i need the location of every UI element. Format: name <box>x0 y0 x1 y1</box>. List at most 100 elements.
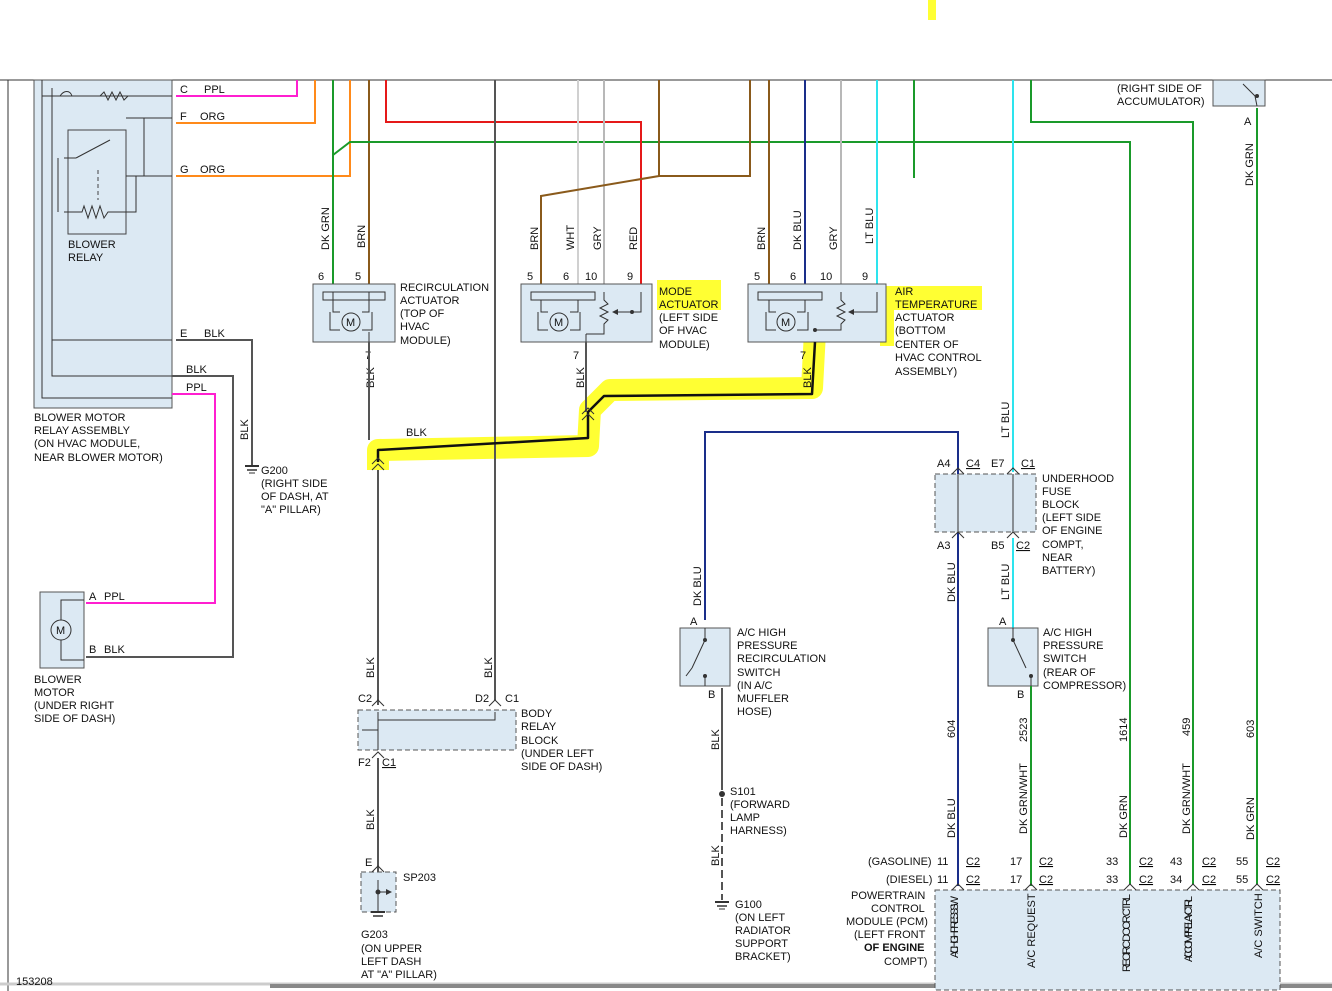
svg-text:A/C COMP RELAY CTRL: A/C COMP RELAY CTRL <box>1183 896 1195 962</box>
svg-text:17: 17 <box>1010 856 1022 868</box>
svg-text:603: 603 <box>1245 720 1257 738</box>
fuse-label-5: OF ENGINE <box>1042 525 1103 537</box>
recirc-label-3: (TOP OF <box>400 308 444 320</box>
svg-text:1614: 1614 <box>1118 718 1130 742</box>
fuse-label-8: BATTERY) <box>1042 565 1095 577</box>
svg-text:DK BLU: DK BLU <box>946 798 958 838</box>
motor-label-4: SIDE OF DASH) <box>34 713 115 725</box>
recirc-sw-wire-out: BLK <box>710 729 722 750</box>
recirc-sw-label-7: HOSE) <box>737 706 772 718</box>
svg-text:DK BLU: DK BLU <box>792 210 804 250</box>
g200-label-2: (RIGHT SIDE <box>261 478 327 490</box>
recirc-sw-label-1: A/C HIGH <box>737 627 786 639</box>
splice-s101-dot <box>719 791 725 797</box>
g200-label-4: "A" PILLAR) <box>261 504 321 516</box>
recirc-label-5: MODULE) <box>400 335 451 347</box>
s101-label-2: (FORWARD <box>730 799 790 811</box>
svg-text:BRN: BRN <box>529 227 541 250</box>
fuse-pin-e7: E7 <box>991 458 1004 470</box>
recirc-label-2: ACTUATOR <box>400 295 460 307</box>
svg-text:17: 17 <box>1010 874 1022 886</box>
brb-pin-c1: C1 <box>505 693 519 705</box>
svg-text:9: 9 <box>627 271 633 283</box>
pcm-label-5: OF ENGINE <box>864 942 925 954</box>
underhood-fuse-block <box>934 467 1037 539</box>
svg-text:RECIRC DOOR CTRL: RECIRC DOOR CTRL <box>1121 894 1133 972</box>
svg-text:C2: C2 <box>1202 874 1216 886</box>
svg-text:DK GRN/WHT: DK GRN/WHT <box>1181 763 1193 834</box>
body-relay-block <box>357 699 517 759</box>
fuse-label-4: (LEFT SIDE <box>1042 512 1101 524</box>
recirc-label-1: RECIRCULATION <box>400 282 489 294</box>
hp-sw-label-1: A/C HIGH <box>1043 627 1092 639</box>
svg-text:WHT: WHT <box>565 225 577 250</box>
svg-text:GRY: GRY <box>592 226 604 250</box>
fuse-pin-c4: C4 <box>966 458 980 470</box>
brb-wire-in-1: BLK <box>365 657 377 678</box>
recirc-sw-label-3: RECIRCULATION <box>737 653 826 665</box>
air-temp-label-3: ACTUATOR <box>895 312 955 324</box>
hp-sw-label-3: SWITCH <box>1043 653 1086 665</box>
g200-label-1: G200 <box>261 465 288 477</box>
pcm-label-4: (LEFT FRONT <box>854 929 926 941</box>
fuse-pin-a3: A3 <box>937 540 950 552</box>
brb-label-1: BODY <box>521 708 553 720</box>
svg-text:DK GRN: DK GRN <box>1118 795 1130 838</box>
motor-label-1: BLOWER <box>34 674 82 686</box>
hp-sw-label-4: (REAR OF <box>1043 667 1096 679</box>
g100-label-5: BRACKET) <box>735 951 791 963</box>
pcm-functions: A/C HIGH PRESS SW A/C REQUEST RECIRC DOO… <box>949 893 1265 972</box>
brb-label-4: (UNDER LEFT <box>521 748 594 760</box>
fuse-label-3: BLOCK <box>1042 499 1080 511</box>
svg-text:33: 33 <box>1106 874 1118 886</box>
mode-label-1: MODE <box>659 286 692 298</box>
air-temp-label-6: HVAC CONTROL <box>895 352 982 364</box>
recirculation-actuator: M <box>312 283 396 343</box>
g200-label-3: OF DASH, AT <box>261 491 329 503</box>
s101-label-3: LAMP <box>730 812 760 824</box>
svg-text:LT BLU: LT BLU <box>864 208 876 244</box>
svg-text:BRN: BRN <box>756 227 768 250</box>
recirc-wire-out: BLK <box>365 367 377 388</box>
accumulator-note-2: ACCUMULATOR) <box>1117 96 1205 108</box>
s101-label-4: HARNESS) <box>730 825 787 837</box>
recirc-sw-label-2: PRESSURE <box>737 640 798 652</box>
mode-label-5: MODULE) <box>659 339 710 351</box>
brb-pin-c1b: C1 <box>382 757 396 769</box>
svg-text:BRN: BRN <box>356 225 368 248</box>
page-ref: 153208 <box>16 976 53 988</box>
ground-bus-wire: BLK <box>406 427 427 439</box>
accumulator-pin-a: A <box>1244 116 1252 128</box>
wire-e: BLK <box>204 328 225 340</box>
s101-wire-out: BLK <box>710 845 722 866</box>
pcm-diesel: (DIESEL) <box>886 874 932 886</box>
circuit-numbers: 604 2523 1614 459 603 <box>946 718 1257 742</box>
fuse-out-dk-blu: DK BLU <box>946 562 958 602</box>
pcm-gasoline: (GASOLINE) <box>868 856 932 868</box>
recirc-sw-label-6: MUFFLER <box>737 693 789 705</box>
recirc-sw-pin-b: B <box>708 689 715 701</box>
blower-motor-relay-assembly: BLOWER RELAY BLOWER MOTOR RELAY ASSEMBLY… <box>33 79 173 464</box>
hp-sw-pin-a: A <box>999 616 1007 628</box>
pin-g: G <box>180 164 189 176</box>
svg-text:C2: C2 <box>1039 856 1053 868</box>
svg-text:M: M <box>554 317 563 329</box>
svg-text:GRY: GRY <box>828 226 840 250</box>
g203-label-4: AT "A" PILLAR) <box>361 969 437 981</box>
svg-text:5: 5 <box>355 271 361 283</box>
svg-text:C2: C2 <box>966 874 980 886</box>
ac-high-pressure-recirc-switch <box>679 627 731 687</box>
ground-g200-symbol <box>245 465 259 474</box>
recirc-sw-pin-a: A <box>690 616 698 628</box>
svg-text:RED: RED <box>628 227 640 250</box>
pcm-connector-labels: C2 C2 C2 C2 C2 C2 C2 C2 C2 C2 <box>966 856 1280 886</box>
mode-pin-out: 7 <box>573 350 579 362</box>
splice-sp203 <box>360 865 397 917</box>
mode-wire-labels: BRN WHT GRY RED <box>529 225 640 250</box>
wire-g: ORG <box>200 164 225 176</box>
wire-blk2: BLK <box>186 364 207 376</box>
g203-label-1: G203 <box>361 929 388 941</box>
recirc-wire-labels: DK GRN BRN <box>320 207 368 250</box>
svg-text:A/C REQUEST: A/C REQUEST <box>1026 893 1038 968</box>
